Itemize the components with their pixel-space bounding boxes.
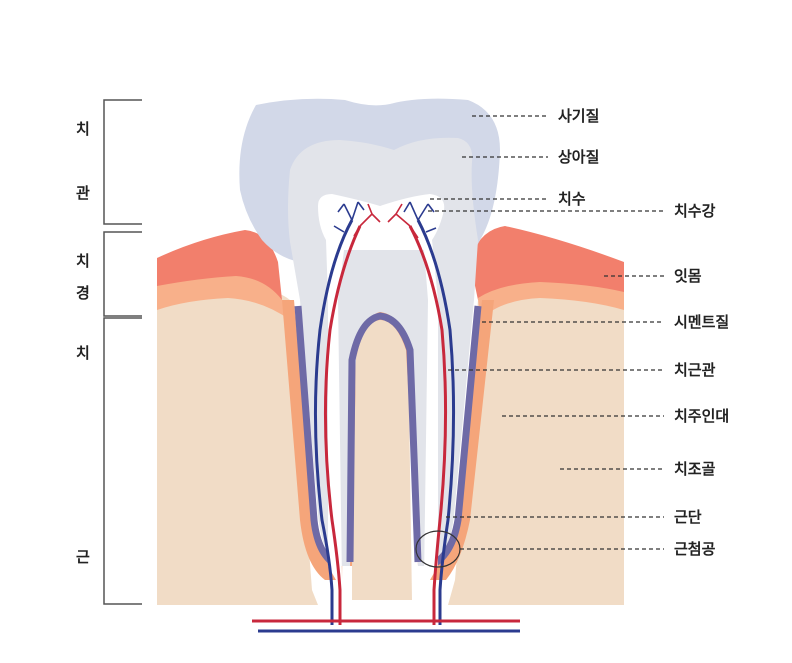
label-root-apex: 근단 <box>674 508 702 526</box>
label-dentin: 상아질 <box>558 148 599 166</box>
crown-label-2: 관 <box>76 184 90 202</box>
alveolar-bone-center <box>352 318 412 600</box>
bracket-neck <box>104 232 142 316</box>
region-brackets <box>104 100 142 604</box>
crown-label-1: 치 <box>76 120 90 138</box>
neck-label-1: 치 <box>76 252 90 270</box>
bracket-root <box>104 318 142 604</box>
label-cementum: 시멘트질 <box>674 313 729 331</box>
label-enamel: 사기질 <box>558 107 599 125</box>
label-periodontal-ligament: 치주인대 <box>674 407 729 425</box>
label-alveolar-bone: 치조골 <box>674 460 716 478</box>
label-apical-foramen: 근첨공 <box>674 540 716 558</box>
label-pulp: 치수 <box>558 190 586 208</box>
label-root-canal: 치근관 <box>674 361 716 379</box>
label-pulp-cavity: 치수강 <box>674 202 716 220</box>
label-gum: 잇몸 <box>674 267 702 285</box>
bracket-crown <box>104 100 142 224</box>
neck-label-2: 경 <box>76 284 90 302</box>
root-label-2: 근 <box>76 548 90 566</box>
root-label-1: 치 <box>76 344 90 362</box>
